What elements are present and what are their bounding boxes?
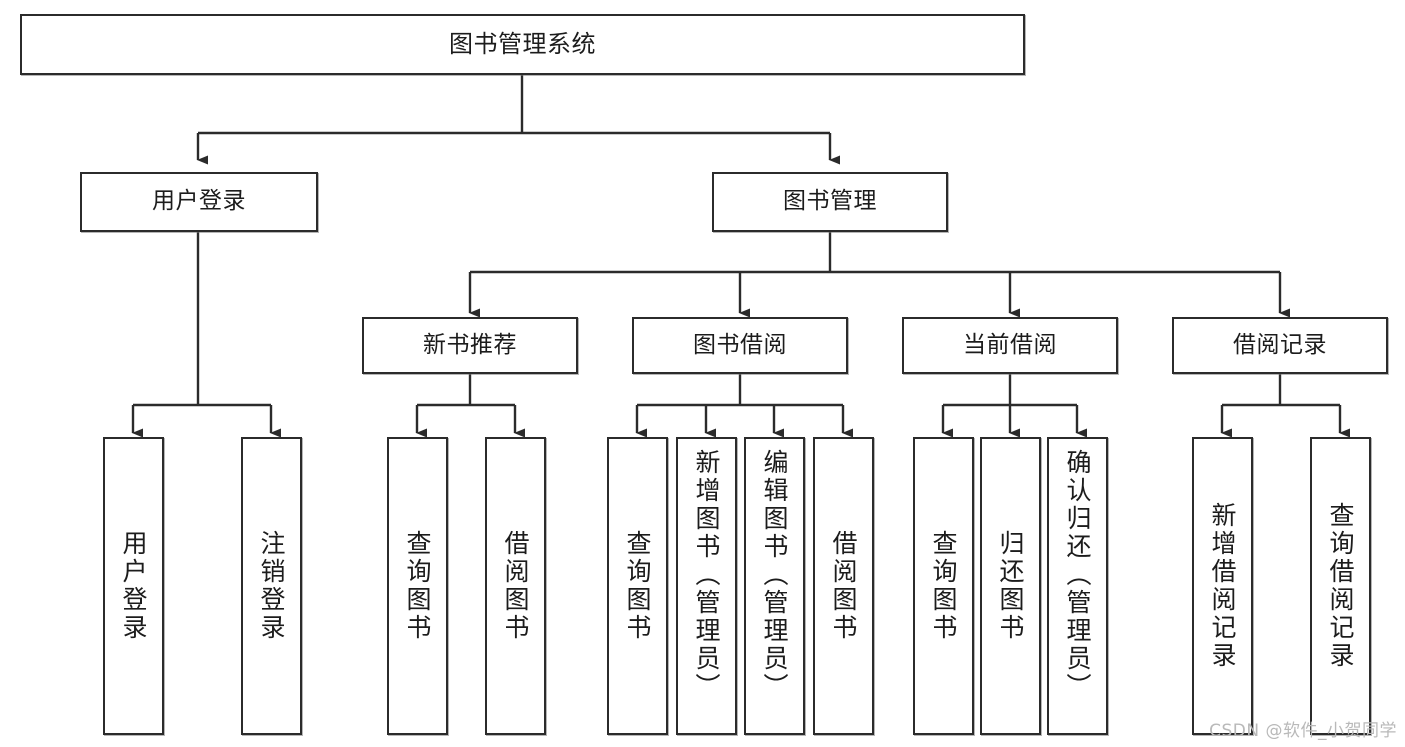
node-book-manage-label: 图书管理: [783, 188, 877, 215]
node-leaf-borrow-book-2-label: 借阅图书: [829, 530, 858, 642]
node-leaf-query-book-3[interactable]: 查询图书: [913, 437, 974, 735]
node-current-borrow[interactable]: 当前借阅: [902, 317, 1118, 374]
node-leaf-query-borrow-record[interactable]: 查询借阅记录: [1310, 437, 1371, 735]
node-leaf-query-book-2-label: 查询图书: [623, 530, 652, 642]
node-leaf-edit-book-admin[interactable]: 编辑图书（管理员）: [744, 437, 805, 735]
node-leaf-logout-login[interactable]: 注销登录: [241, 437, 302, 735]
node-book-manage[interactable]: 图书管理: [712, 172, 948, 232]
node-leaf-borrow-book-1-label: 借阅图书: [501, 530, 530, 642]
node-leaf-query-book-1-label: 查询图书: [403, 530, 432, 642]
node-leaf-add-book-admin[interactable]: 新增图书（管理员）: [676, 437, 737, 735]
csdn-watermark: CSDN @软件_小贺同学: [1209, 721, 1397, 741]
node-leaf-borrow-book-2[interactable]: 借阅图书: [813, 437, 874, 735]
node-new-book-recommend-label: 新书推荐: [423, 331, 517, 358]
node-leaf-query-book-1[interactable]: 查询图书: [387, 437, 448, 735]
node-user-login-label: 用户登录: [152, 188, 246, 215]
node-leaf-add-book-admin-label: 新增图书（管理员）: [692, 449, 721, 701]
node-leaf-borrow-book-1[interactable]: 借阅图书: [485, 437, 546, 735]
node-leaf-add-borrow-record-label: 新增借阅记录: [1208, 502, 1237, 670]
node-book-borrow-label: 图书借阅: [693, 331, 787, 358]
node-leaf-user-login[interactable]: 用户登录: [103, 437, 164, 735]
node-book-borrow[interactable]: 图书借阅: [632, 317, 848, 374]
node-borrow-record-label: 借阅记录: [1233, 331, 1327, 358]
node-leaf-return-book[interactable]: 归还图书: [980, 437, 1041, 735]
node-current-borrow-label: 当前借阅: [963, 331, 1057, 358]
node-leaf-user-login-label: 用户登录: [119, 530, 148, 642]
node-borrow-record[interactable]: 借阅记录: [1172, 317, 1388, 374]
node-leaf-query-book-3-label: 查询图书: [929, 530, 958, 642]
node-new-book-recommend[interactable]: 新书推荐: [362, 317, 578, 374]
node-leaf-logout-login-label: 注销登录: [257, 530, 286, 642]
node-leaf-confirm-return-admin-label: 确认归还（管理员）: [1063, 449, 1092, 701]
node-leaf-confirm-return-admin[interactable]: 确认归还（管理员）: [1047, 437, 1108, 735]
node-leaf-query-borrow-record-label: 查询借阅记录: [1326, 502, 1355, 670]
node-root-system-label: 图书管理系统: [449, 30, 596, 59]
node-leaf-edit-book-admin-label: 编辑图书（管理员）: [760, 449, 789, 701]
node-leaf-add-borrow-record[interactable]: 新增借阅记录: [1192, 437, 1253, 735]
node-root-system[interactable]: 图书管理系统: [20, 14, 1025, 75]
node-leaf-return-book-label: 归还图书: [996, 530, 1025, 642]
node-leaf-query-book-2[interactable]: 查询图书: [607, 437, 668, 735]
node-user-login[interactable]: 用户登录: [80, 172, 318, 232]
